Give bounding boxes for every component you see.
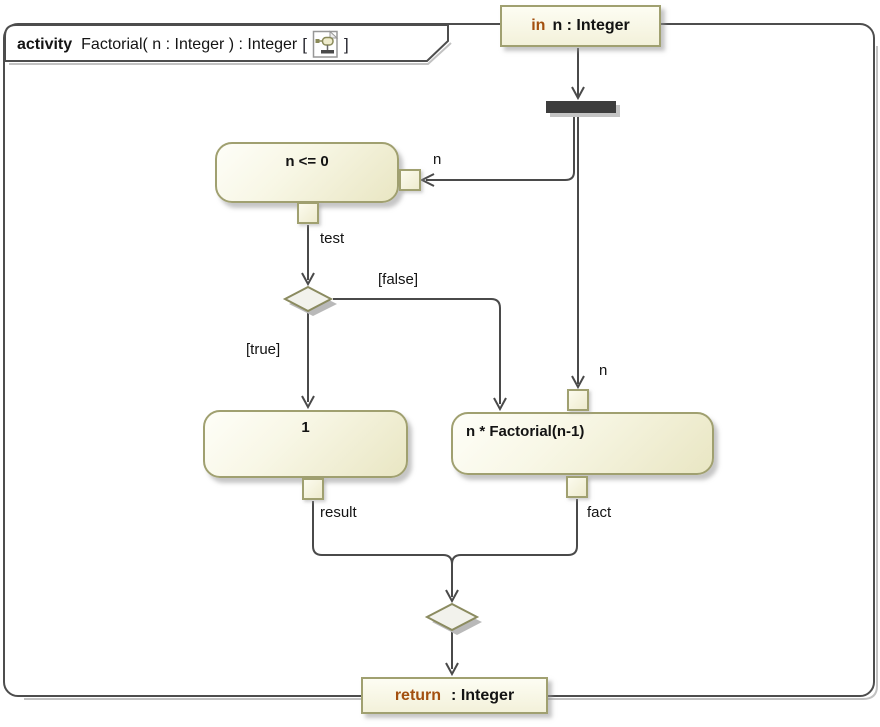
- action-one-label: 1: [301, 419, 310, 436]
- pin-n-input[interactable]: [399, 169, 421, 191]
- arrowhead: [571, 375, 585, 390]
- arrowhead: [301, 272, 315, 287]
- decision-diamond[interactable]: [282, 285, 334, 313]
- bracket-open: [: [302, 34, 307, 54]
- param-return-keyword: return: [394, 686, 442, 704]
- pin-result-output[interactable]: [302, 478, 324, 500]
- param-return-type: : Integer: [451, 686, 515, 704]
- label-fact[interactable]: fact: [587, 504, 612, 521]
- action-recurse-label: n * Factorial(n-1): [466, 423, 585, 440]
- pin-fact-output[interactable]: [566, 476, 588, 498]
- frame-header[interactable]: activity Factorial( n : Integer ) : Inte…: [17, 30, 354, 59]
- label-guard-true[interactable]: [true]: [246, 341, 281, 358]
- param-node-return[interactable]: return : Integer: [361, 677, 548, 714]
- action-test-label: n <= 0: [285, 153, 329, 170]
- frame-keyword: activity: [17, 35, 73, 53]
- pin-n-top-input[interactable]: [567, 389, 589, 411]
- label-pin-n[interactable]: n: [433, 151, 442, 168]
- action-node-test[interactable]: n <= 0: [215, 142, 399, 203]
- label-test[interactable]: test: [320, 230, 345, 247]
- pin-test-output[interactable]: [297, 202, 319, 224]
- frame-title-text: Factorial( n : Integer ) : Integer: [81, 35, 298, 53]
- activity-frame-border: [3, 23, 875, 697]
- arrowhead: [445, 589, 459, 604]
- edge-fork-to-pin-n[interactable]: [426, 113, 575, 181]
- arrowhead: [445, 662, 459, 677]
- label-pin-n-top[interactable]: n: [599, 362, 608, 379]
- fork-bar[interactable]: [546, 101, 616, 113]
- action-node-one[interactable]: 1: [203, 410, 408, 478]
- arrowhead: [419, 173, 435, 187]
- merge-diamond[interactable]: [424, 602, 480, 632]
- action-node-recurse[interactable]: n * Factorial(n-1): [451, 412, 714, 475]
- frame-shadow: [24, 46, 878, 700]
- arrowhead: [571, 86, 585, 101]
- param-node-in[interactable]: in n : Integer: [500, 5, 661, 47]
- edge-fact-to-merge[interactable]: [451, 499, 578, 597]
- param-in-keyword: in: [531, 17, 546, 34]
- bracket-close: ]: [343, 34, 349, 54]
- activity-diagram-icon[interactable]: [312, 30, 339, 59]
- arrowhead: [301, 395, 315, 410]
- param-in-type: n : Integer: [552, 17, 630, 34]
- frame-tab-shadow: [9, 42, 452, 65]
- label-result[interactable]: result: [320, 504, 357, 521]
- label-guard-false[interactable]: [false]: [378, 271, 419, 288]
- arrowhead: [493, 397, 507, 412]
- edge-false-branch[interactable]: [333, 298, 501, 404]
